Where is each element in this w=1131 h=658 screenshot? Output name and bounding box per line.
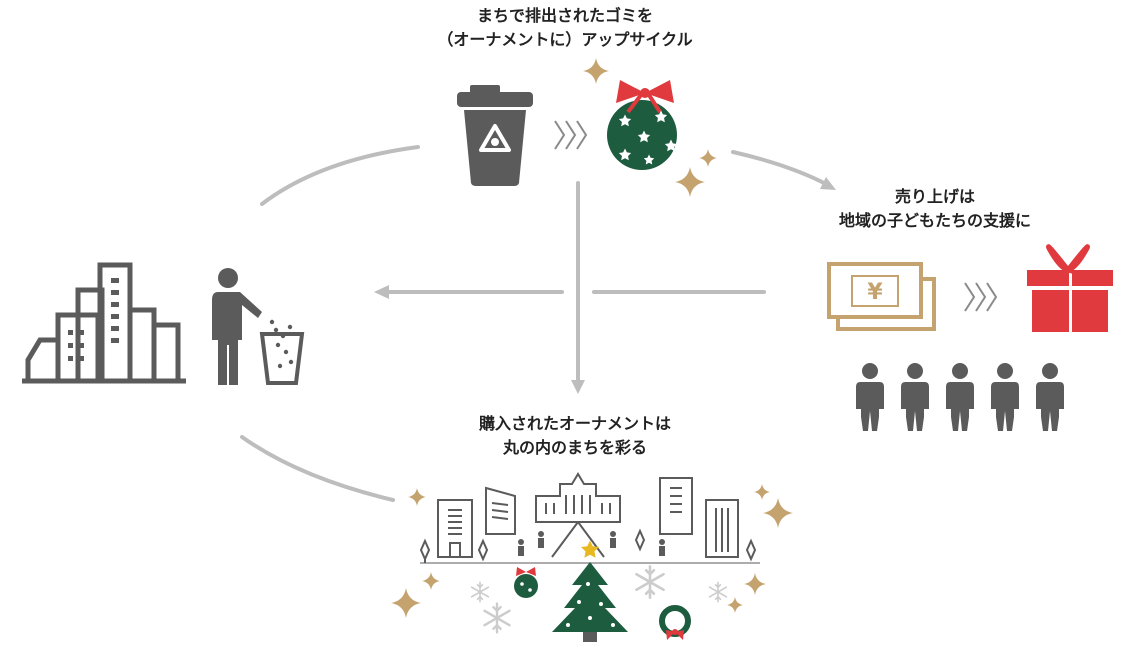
tiny-people [518, 531, 665, 556]
arc-top-left [260, 145, 420, 206]
arrowhead-left [374, 285, 389, 299]
city-buildings-icon [22, 262, 186, 384]
arrowhead-down [571, 380, 585, 394]
ornament-ball-icon [607, 80, 678, 170]
children-group-icon [856, 363, 1064, 431]
arrowhead-right [820, 177, 836, 190]
building-windows [68, 278, 119, 361]
cycle-arrows [240, 145, 830, 502]
person-disposing-trash-icon [212, 268, 294, 385]
decorate-caption: 購入されたオーナメントは 丸の内のまちを彩る [425, 412, 725, 460]
upcycle-caption: まちで排出されたゴミを （オーナメントに）アップサイクル [385, 4, 745, 52]
wreath-icon [659, 605, 691, 640]
trash-can-outline [259, 332, 305, 385]
banknotes-icon: ¥ [827, 262, 936, 331]
chevrons-right-icon [964, 282, 997, 312]
christmas-tree-icon [552, 540, 628, 642]
yen-symbol: ¥ [867, 280, 883, 305]
decorate-caption-line2: 丸の内のまちを彩る [502, 438, 647, 457]
support-caption: 売り上げは 地域の子どもたちの支援に [815, 185, 1055, 233]
town-street-icon [419, 472, 760, 564]
decorate-caption-line1: 購入されたオーナメントは [478, 414, 671, 433]
arc-bottom-left [240, 435, 395, 502]
upcycle-caption-line1: まちで排出されたゴミを [476, 6, 653, 25]
support-caption-line2: 地域の子どもたちの支援に [838, 211, 1031, 230]
arc-top-right [731, 150, 830, 187]
support-caption-line1: 売り上げは [894, 187, 975, 206]
upcycle-caption-line2: （オーナメントに）アップサイクル [437, 30, 693, 49]
recycle-bin-icon [457, 85, 533, 186]
arrowheads [374, 177, 836, 394]
ornament-ball-icon [514, 567, 538, 598]
chevrons-right-icon [554, 120, 587, 150]
gift-box-icon [1027, 244, 1113, 332]
